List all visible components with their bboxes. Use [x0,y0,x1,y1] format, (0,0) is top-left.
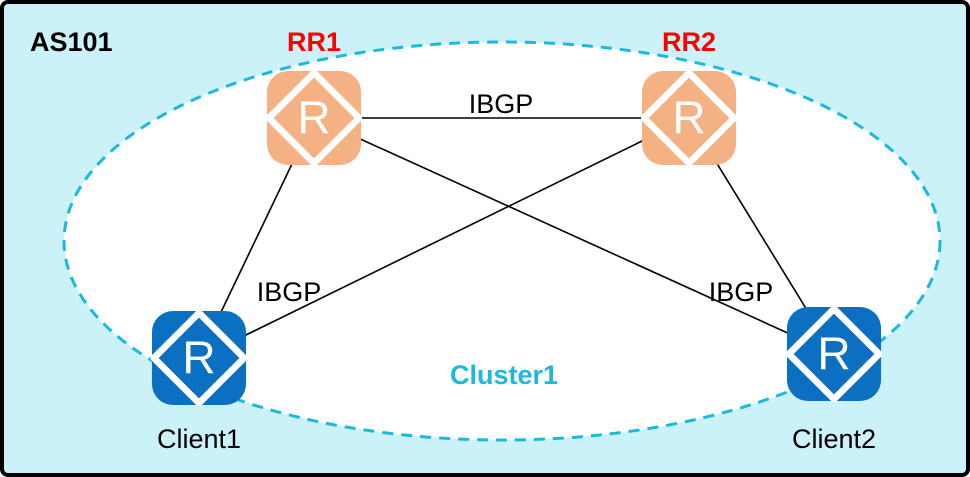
router-icon-client2: R [786,306,882,402]
link-label-rr1-client1: IBGP [256,277,322,307]
router-node-rr2: R [641,70,737,166]
diagram-lines-layer [62,40,942,442]
router-diamond [786,306,882,402]
router-letter: R [297,91,330,143]
node-caption-client1: Client1 [156,424,242,454]
router-node-client2: R [786,306,882,402]
router-icon-rr1: R [266,70,362,166]
as-number-label: AS101 [30,27,113,57]
link-rr1-client2 [313,117,835,355]
router-letter: R [672,91,705,143]
link-label-rr1-rr2: IBGP [468,89,534,119]
router-letter: R [817,327,850,379]
router-icon-rr2: R [641,70,737,166]
node-caption-rr1: RR1 [286,27,341,57]
link-rr2-client1 [198,117,690,359]
router-letter: R [182,331,215,383]
router-diamond [641,70,737,166]
router-diamond [151,310,247,406]
node-caption-client2: Client2 [791,424,877,454]
node-caption-rr2: RR2 [661,27,716,57]
router-node-rr1: R [266,70,362,166]
router-node-client1: R [151,310,247,406]
cluster-name-label: Cluster1 [449,360,559,390]
link-label-rr2-client2: IBGP [708,277,774,307]
router-diamond [266,70,362,166]
router-icon-client1: R [151,310,247,406]
